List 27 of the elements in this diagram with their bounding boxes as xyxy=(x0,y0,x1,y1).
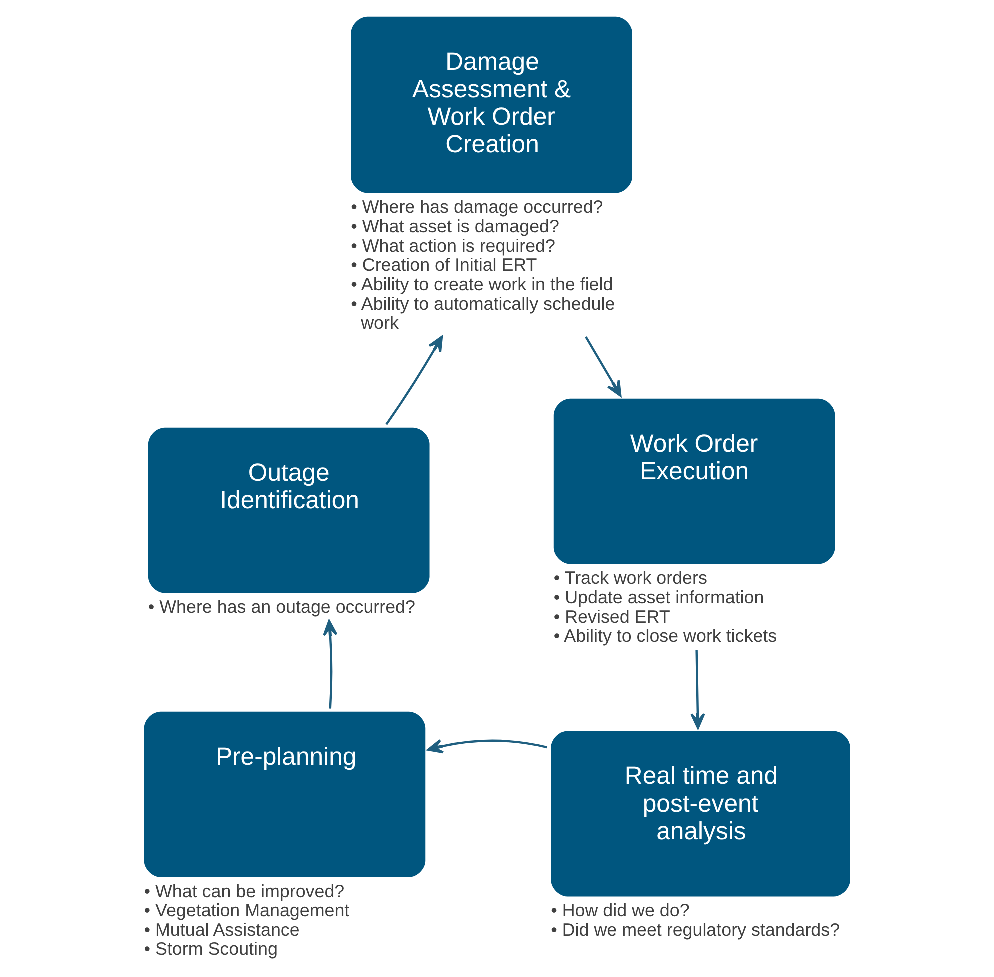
arrow xyxy=(585,336,622,397)
node-label: • How did we do? xyxy=(551,900,690,921)
arrow xyxy=(323,620,338,709)
node-label: • What action is required? xyxy=(351,236,556,256)
node-box: Damage Assessment & Work Order Creation xyxy=(351,16,632,194)
node-label: • Track work orders xyxy=(554,568,708,588)
node-label: • Ability to automatically schedule work xyxy=(351,294,616,334)
node-label: • Ability to create work in the field xyxy=(351,274,614,294)
node-label: • Where has an outage occurred? xyxy=(148,597,416,618)
node-label: • Did we meet regulatory standards? xyxy=(551,920,840,940)
arrow xyxy=(427,739,548,754)
node-label: • Creation of Initial ERT xyxy=(351,255,538,276)
node-box: Pre-planning xyxy=(144,712,426,878)
arrow xyxy=(386,336,444,426)
node-box: Real time and post-event analysis xyxy=(551,731,850,897)
node-label: • Revised ERT xyxy=(554,606,670,627)
node-box: Work Order Execution xyxy=(554,398,836,564)
node-label: • What asset is damaged? xyxy=(351,216,560,237)
node-label: • Mutual Assistance xyxy=(144,920,300,940)
node-label: • Update asset information xyxy=(554,588,764,608)
arrow xyxy=(690,650,706,730)
node-label: • Ability to close work tickets xyxy=(554,626,778,646)
node-label: • Where has damage occurred? xyxy=(351,197,604,218)
node-label: • What can be improved? xyxy=(144,881,345,902)
node-box: Outage Identification xyxy=(148,428,430,594)
node-label: • Vegetation Management xyxy=(144,900,350,921)
node-label: • Storm Scouting xyxy=(144,939,278,960)
